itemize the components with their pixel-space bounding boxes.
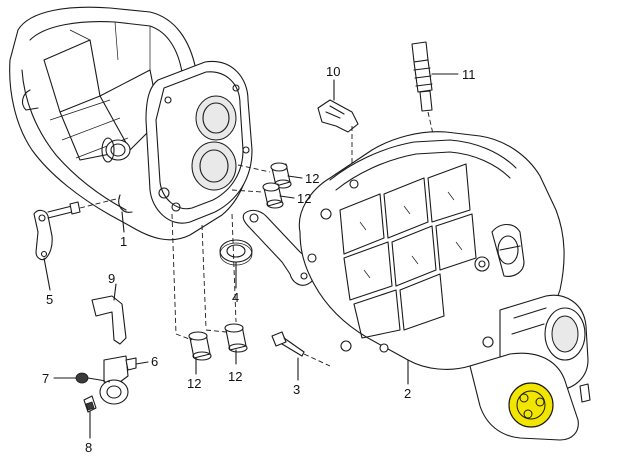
callout-4: 4: [232, 290, 239, 305]
callout-7: 7: [42, 371, 49, 386]
callout-12-lower-1: 12: [187, 376, 201, 391]
callout-12-upper-2: 12: [297, 191, 311, 206]
callout-9: 9: [108, 271, 115, 286]
callout-labels: 1 2 3 4 5 6 7 8 9 10 11 12 12 12 12: [42, 64, 476, 455]
callout-2: 2: [404, 386, 411, 401]
callout-12-upper-1: 12: [305, 171, 319, 186]
callout-12-lower-2: 12: [228, 369, 242, 384]
part-2-gearbox-housing: [242, 131, 591, 441]
part-5-release-lever: [33, 197, 121, 261]
leader-lines: [43, 73, 459, 439]
part-8-clip: [83, 395, 97, 413]
part-1-bell-housing: [9, 6, 253, 241]
callout-8: 8: [85, 440, 92, 455]
part-3-bolt: [271, 331, 331, 367]
callout-10: 10: [326, 64, 340, 79]
callout-3: 3: [293, 382, 300, 397]
part-9-bracket: [91, 295, 127, 345]
part-10-sensor: [317, 99, 359, 180]
callout-5: 5: [46, 292, 53, 307]
part-12-bushing-lower-1: [188, 331, 212, 361]
callout-6: 6: [151, 354, 158, 369]
part-12-bushing-upper-1: [237, 162, 292, 189]
callout-1: 1: [120, 234, 127, 249]
callout-11: 11: [462, 67, 476, 82]
part-12-bushing-lower-2: [224, 323, 248, 353]
part-6-switch: [99, 355, 137, 405]
part-4-seal-ring: [219, 239, 253, 266]
part-12-bushing-upper-2: [231, 182, 284, 209]
